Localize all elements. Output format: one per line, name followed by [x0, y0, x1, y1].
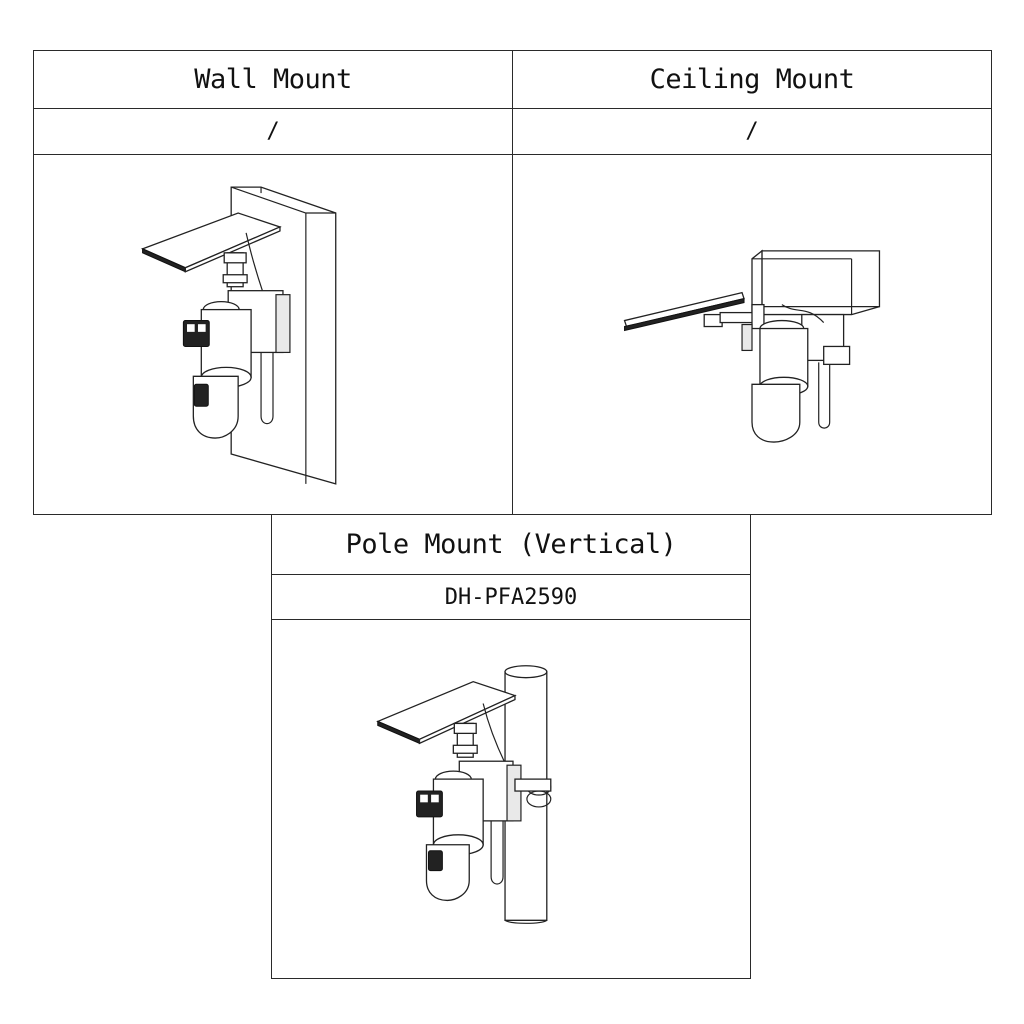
ptz-camera-icon: [741, 304, 851, 443]
ptz-camera-icon: [416, 722, 552, 902]
pole-mount-drawing: [376, 665, 552, 924]
ceiling-mount-illustration: [513, 155, 991, 514]
wall-mount-illustration: [34, 155, 512, 514]
pole-mount-model: DH-PFA2590: [272, 575, 750, 620]
wall-mount-panel: Wall Mount /: [33, 50, 513, 515]
wall-mount-title: Wall Mount: [34, 51, 512, 109]
ceiling-mount-drawing: [623, 249, 881, 443]
pole-mount-panel: Pole Mount (Vertical) DH-PFA2590: [271, 514, 751, 979]
wall-mount-drawing: [140, 186, 337, 485]
ceiling-mount-model: /: [513, 109, 991, 155]
pole-icon: [504, 665, 552, 924]
ceiling-mount-title: Ceiling Mount: [513, 51, 991, 109]
solar-panel-icon: [140, 212, 282, 293]
ceiling-block-icon: [750, 249, 881, 316]
pole-mount-illustration: [272, 620, 750, 978]
ptz-camera-icon: [182, 252, 291, 439]
pole-mount-title: Pole Mount (Vertical): [272, 515, 750, 575]
solar-panel-icon: [623, 291, 765, 332]
solar-panel-icon: [376, 680, 517, 768]
ceiling-mount-panel: Ceiling Mount /: [512, 50, 992, 515]
wall-mount-model: /: [34, 109, 512, 155]
